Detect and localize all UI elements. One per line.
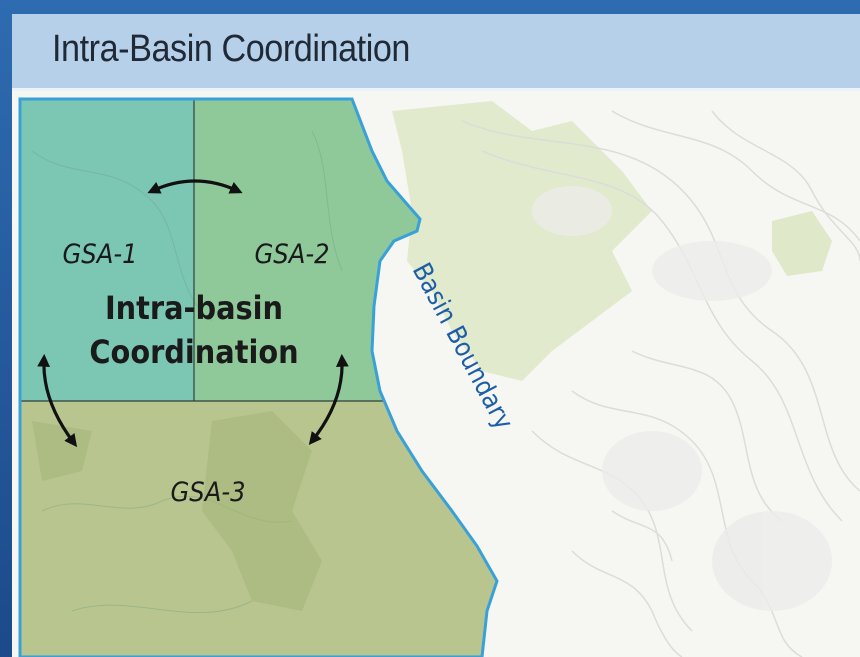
coordination-arrows xyxy=(37,179,349,448)
vegetation-patch xyxy=(772,211,832,276)
gsa-3-label: GSA-3 xyxy=(170,477,245,508)
map-panel: GSA-1 GSA-2 GSA-3 Intra-basin Coordinati… xyxy=(12,91,860,657)
arrow-gsa1-gsa2 xyxy=(147,179,243,194)
arrow-gsa2-gsa3 xyxy=(308,353,349,445)
basin-boundary-line xyxy=(18,97,499,657)
title-bar: Intra-Basin Coordination xyxy=(12,14,860,91)
center-label-line2: Coordination xyxy=(89,333,298,371)
slide-title: Intra-Basin Coordination xyxy=(52,28,411,70)
gsa-2-label: GSA-2 xyxy=(254,239,329,270)
gsa-1-label: GSA-1 xyxy=(62,239,137,270)
center-label-line1: Intra-basin xyxy=(105,289,283,327)
arrow-gsa1-gsa3 xyxy=(37,353,78,448)
region-gsa-1[interactable] xyxy=(12,91,194,401)
vegetation-patch xyxy=(392,101,652,381)
basin-map: GSA-1 GSA-2 GSA-3 Intra-basin Coordinati… xyxy=(12,91,860,657)
